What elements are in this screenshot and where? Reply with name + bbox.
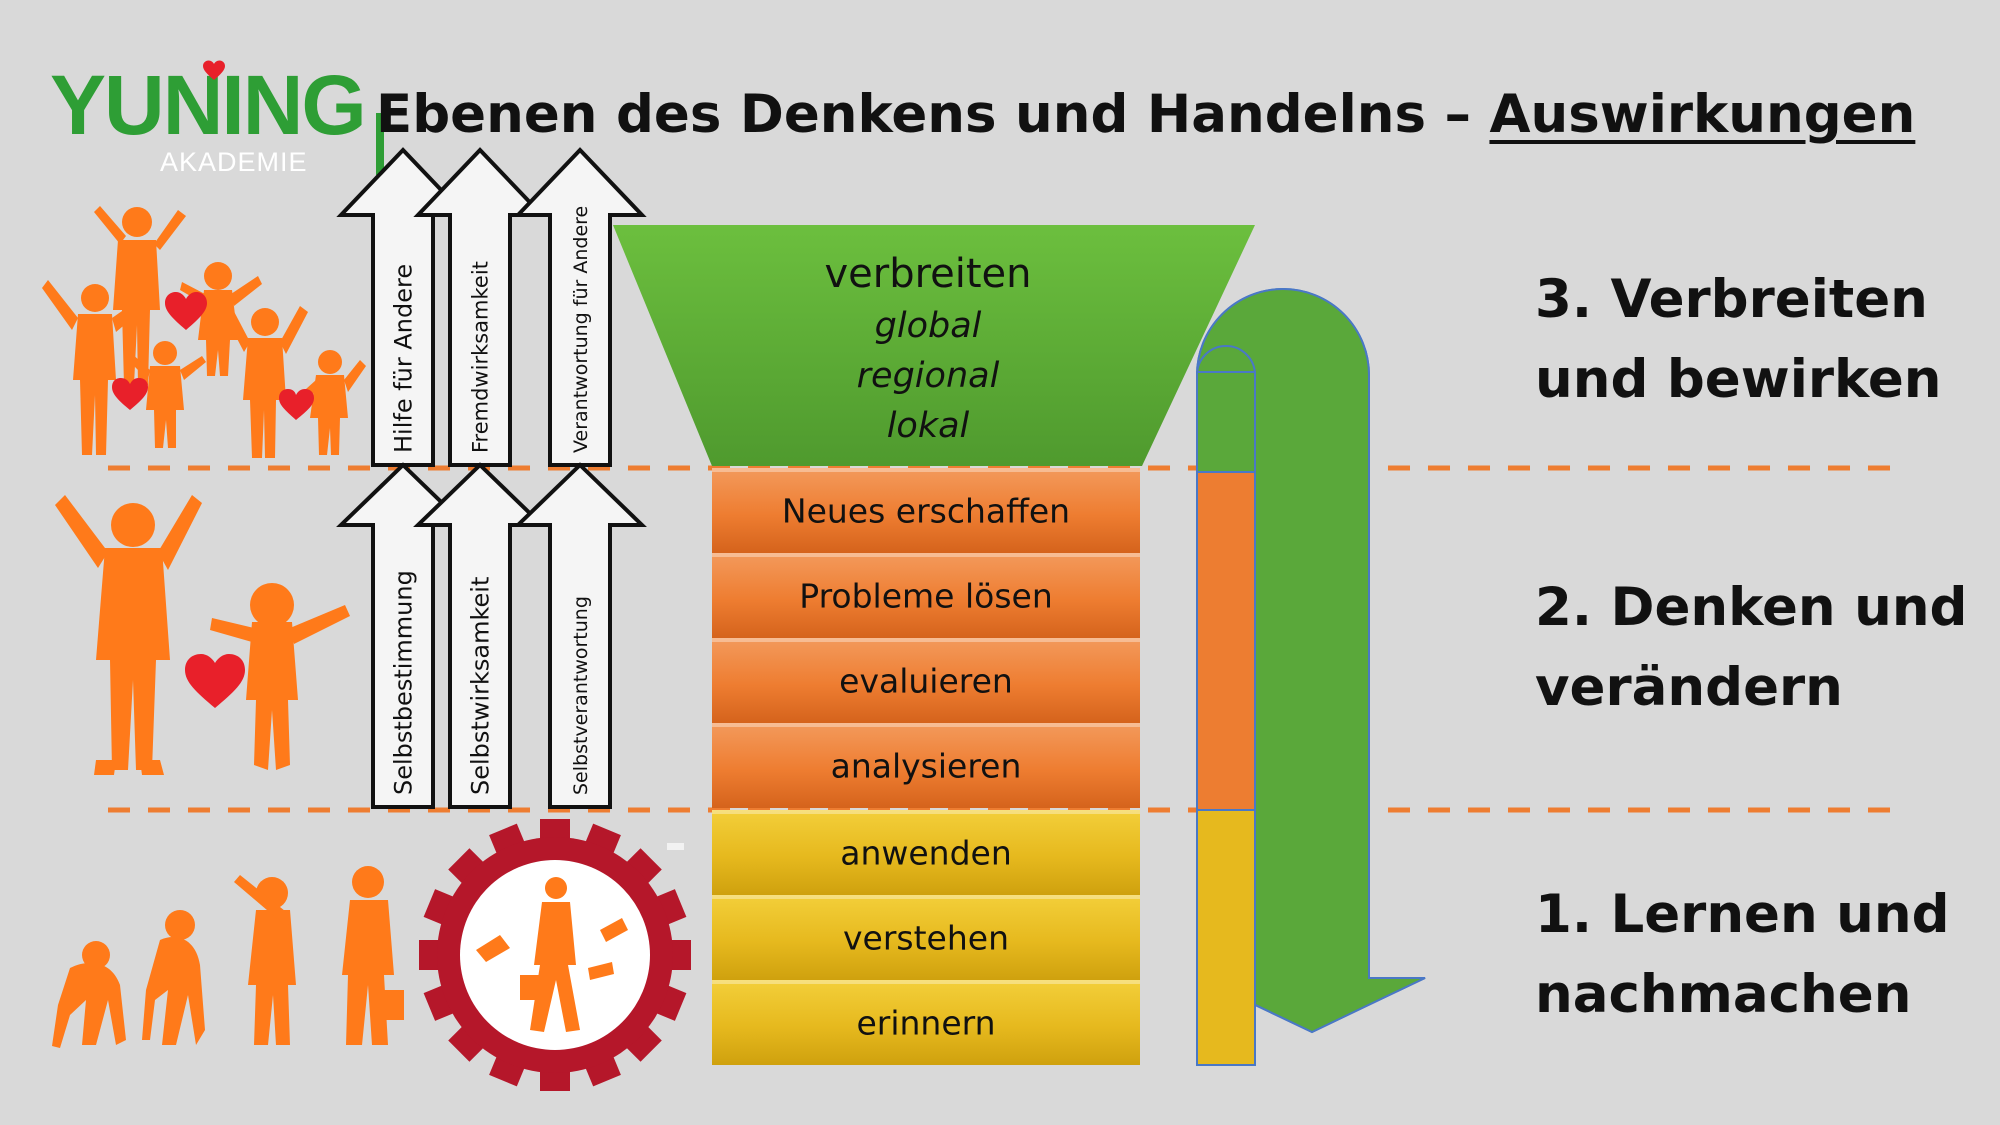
u-arrow-green-cut <box>1196 288 1426 1034</box>
funnel-step-orange <box>712 638 1140 723</box>
arrow-lower-label-3: Selbstverantwortung <box>570 596 592 795</box>
heart-icon <box>203 60 225 80</box>
arrow-upper-label-3: Verantwortung für Andere <box>570 206 592 453</box>
funnel-step-yellow <box>712 980 1140 1065</box>
funnel-step-orange <box>712 723 1140 808</box>
funnel-step-highlight <box>712 810 1140 814</box>
level-3-label: 3. Verbreiten und bewirken <box>1535 260 1975 420</box>
level-2-line1: 2. Denken und <box>1535 577 1968 638</box>
u-arrow-left-green <box>1196 371 1256 473</box>
funnel-step-label: verstehen <box>843 919 1009 958</box>
heart-icon-middle <box>185 654 245 708</box>
funnel-top-sublabel-regional: regional <box>857 356 1000 396</box>
funnel-step-highlight <box>712 980 1140 984</box>
small-mark <box>667 843 684 850</box>
level-3-line2: und bewirken <box>1535 349 1942 410</box>
page-title: Ebenen des Denkens und Handelns – Auswir… <box>376 80 1915 150</box>
funnel-step-label: evaluieren <box>839 662 1013 701</box>
level-2-label: 2. Denken und verändern <box>1535 568 1975 728</box>
u-arrow-left-orange <box>1196 471 1256 811</box>
funnel-step-orange <box>712 553 1140 638</box>
logo-bar <box>376 113 384 175</box>
level-1-label: 1. Lernen und nachmachen <box>1535 875 1975 1035</box>
funnel-step-label: analysieren <box>831 747 1022 786</box>
funnel-step-yellow <box>712 810 1140 895</box>
logo-subtitle: AKADEMIE <box>160 147 308 177</box>
level-2-line2: verändern <box>1535 657 1843 718</box>
arrow-lower-label-2: Selbstwirksamkeit <box>467 577 495 795</box>
level-1-line2: nachmachen <box>1535 964 1912 1025</box>
funnel-step-highlight <box>712 468 1140 472</box>
funnel-step-label: Probleme lösen <box>799 577 1052 616</box>
funnel-step-label: anwenden <box>840 834 1012 873</box>
funnel-top-sublabel-global: global <box>875 306 982 346</box>
responsibility-arrows: Hilfe für Andere Fremdwirksamkeit Verantwo… <box>336 147 647 809</box>
arrow-lower-3 <box>513 462 647 809</box>
arrow-upper-label-1: Hilfe für Andere <box>390 264 418 453</box>
adult-child-icon <box>55 495 350 775</box>
title-prefix: Ebenen des Denkens und Handelns – <box>376 84 1490 145</box>
arrow-upper-label-2: Fremdwirksamkeit <box>469 261 493 453</box>
funnel-top-green <box>613 225 1255 466</box>
arrow-lower-label-1: Selbstbestimmung <box>390 570 418 795</box>
funnel-step-label: Neues erschaffen <box>782 492 1070 531</box>
level-1-line1: 1. Lernen und <box>1535 884 1950 945</box>
funnel-top-label: verbreiten <box>824 251 1031 297</box>
gear-icon <box>419 819 691 1091</box>
title-underlined: Auswirkungen <box>1489 84 1916 145</box>
group-people-icon <box>42 206 366 458</box>
funnel-step-yellow <box>712 895 1140 980</box>
heart-icons-top <box>112 292 314 420</box>
funnel-step-highlight <box>712 638 1140 642</box>
evolution-icon <box>52 866 404 1048</box>
level-3-line1: 3. Verbreiten <box>1535 269 1928 330</box>
funnel-step-highlight <box>712 895 1140 899</box>
funnel-top-sublabel-lokal: lokal <box>887 406 970 446</box>
funnel-step-highlight <box>712 553 1140 557</box>
u-arrow-left-yellow <box>1196 809 1256 1066</box>
funnel-step-highlight <box>712 723 1140 727</box>
funnel-step-label: erinnern <box>856 1004 995 1043</box>
yuning-logo: YUNING AKADEMIE <box>50 55 384 180</box>
funnel-step-orange <box>712 468 1140 553</box>
